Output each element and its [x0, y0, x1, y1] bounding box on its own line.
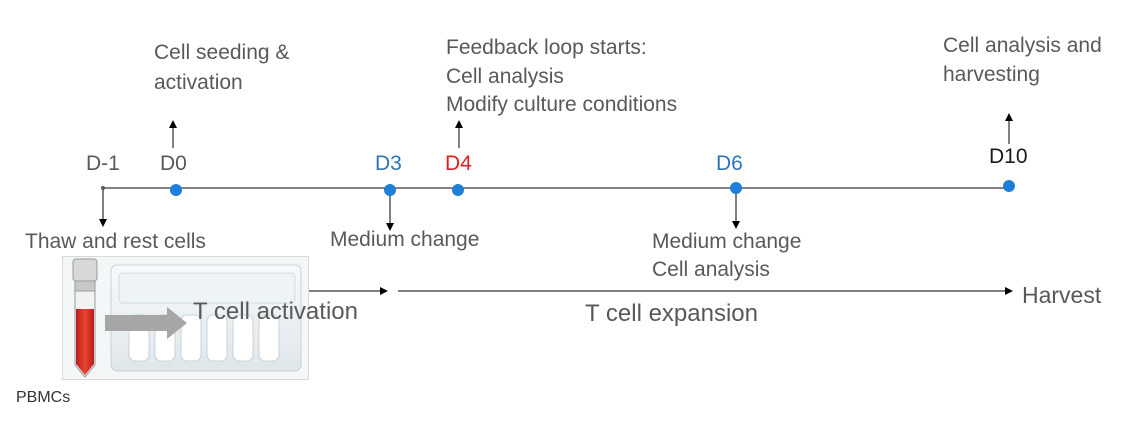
- day-label-d3: D3: [375, 152, 402, 175]
- point-d0: [170, 184, 182, 196]
- d3-note: Medium change: [330, 228, 480, 251]
- phase-activation-label: T cell activation: [193, 298, 358, 325]
- d10-note-line-1: Cell analysis and: [943, 34, 1102, 57]
- d6-note-line-2: Cell analysis: [652, 258, 770, 281]
- pbmcs-caption: PBMCs: [16, 389, 71, 406]
- dm1-note: Thaw and rest cells: [25, 230, 206, 253]
- point-d6: [730, 182, 742, 194]
- d4-note-line-1: Feedback loop starts:: [446, 36, 647, 59]
- day-label-d0: D0: [160, 152, 187, 175]
- phase-expansion-label: T cell expansion: [585, 300, 758, 327]
- d0-note-line-2: activation: [154, 71, 243, 94]
- d6-note-line-1: Medium change: [652, 230, 802, 253]
- day-label-d4: D4: [445, 152, 472, 175]
- point-d10: [1003, 180, 1015, 192]
- pbmc-culture-photo: [62, 256, 309, 380]
- d4-note-line-2: Cell analysis: [446, 65, 564, 88]
- day-label-dm1: D-1: [86, 152, 120, 175]
- d4-note-line-3: Modify culture conditions: [446, 93, 678, 116]
- day-label-d6: D6: [716, 152, 743, 175]
- point-d4: [452, 184, 464, 196]
- point-d3: [384, 184, 396, 196]
- day-label-d10: D10: [989, 145, 1028, 168]
- harvest-label: Harvest: [1022, 282, 1102, 308]
- d0-note-line-1: Cell seeding &: [154, 41, 290, 64]
- point-dm1: [101, 186, 105, 190]
- d10-note-line-2: harvesting: [943, 63, 1040, 86]
- vial-and-plate-illustration: [72, 258, 302, 378]
